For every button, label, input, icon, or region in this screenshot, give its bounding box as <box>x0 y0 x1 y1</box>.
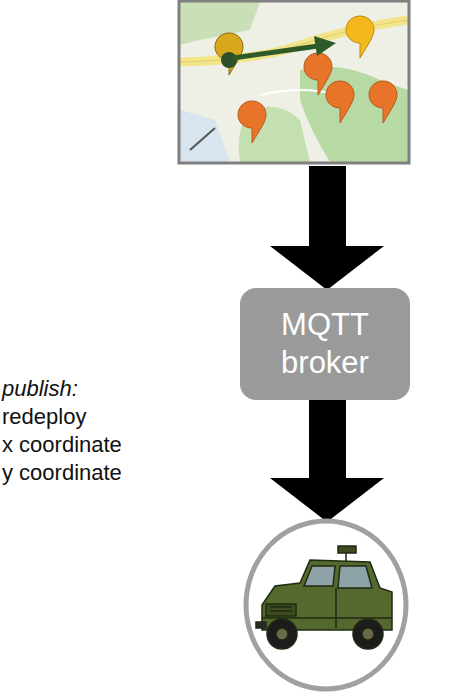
payload-field: redeploy <box>2 404 86 430</box>
vehicle-illustration <box>256 546 392 649</box>
move-arrow <box>233 36 336 58</box>
flow-arrow <box>270 166 384 290</box>
flow-arrow <box>270 400 384 522</box>
map-frame <box>179 1 409 163</box>
payload-field: x coordinate <box>2 432 122 458</box>
vehicle-circle <box>246 521 406 689</box>
broker-box: MQTT broker <box>240 288 410 400</box>
map-illustration <box>180 2 408 162</box>
payload-field: y coordinate <box>2 460 122 486</box>
map-pins <box>215 16 397 143</box>
action-label: publish: <box>2 376 78 402</box>
node-text: MQTT broker <box>265 306 385 382</box>
